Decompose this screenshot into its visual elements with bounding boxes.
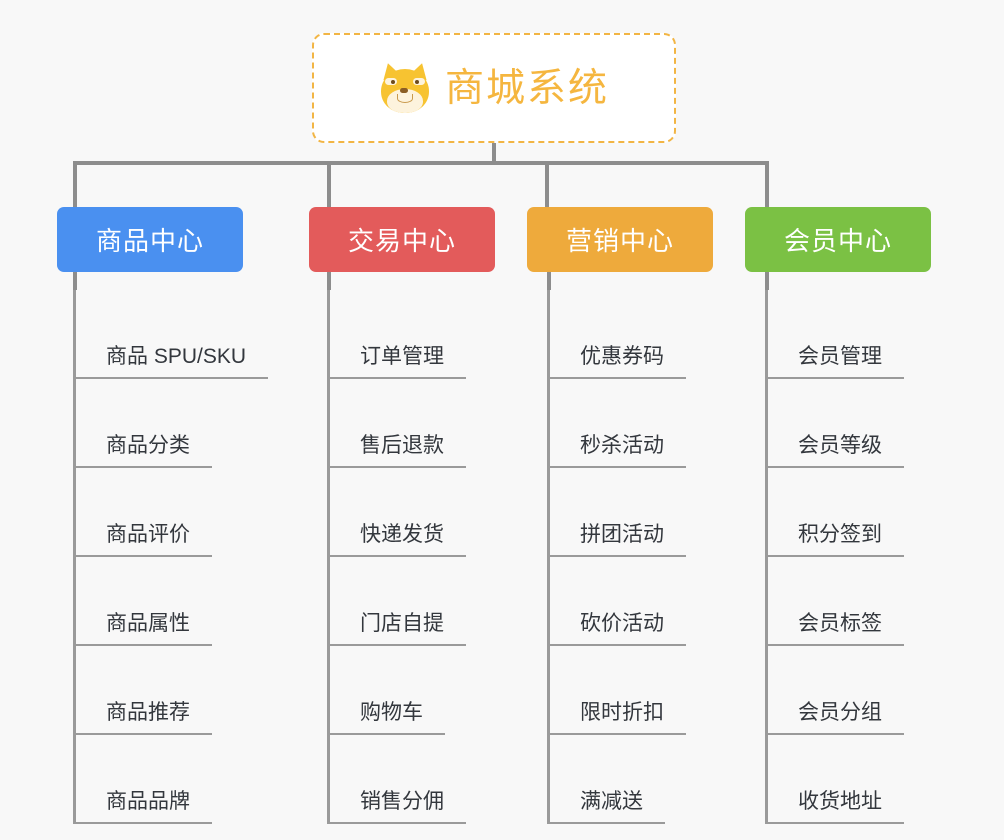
connector-line-vertical — [327, 161, 331, 207]
leaf-item-label: 拼团活动 — [550, 522, 686, 557]
leaf-item-label: 砍价活动 — [550, 611, 686, 646]
leaf-item[interactable]: 砍价活动 — [550, 557, 686, 646]
branch-node-1[interactable]: 商品中心 — [57, 207, 243, 272]
shiba-inu-dog-face-icon — [379, 60, 431, 113]
leaf-item-label: 会员分组 — [768, 700, 904, 735]
leaf-column-spine — [765, 290, 768, 824]
leaf-column-spine — [547, 290, 550, 824]
leaf-item[interactable]: 拼团活动 — [550, 468, 686, 557]
branch-node-3[interactable]: 营销中心 — [527, 207, 713, 272]
leaf-column-spine — [327, 290, 330, 824]
leaf-item-label: 订单管理 — [330, 344, 466, 379]
leaf-item-label: 商品推荐 — [76, 700, 212, 735]
leaf-item-label: 商品评价 — [76, 522, 212, 557]
leaf-item-label: 销售分佣 — [330, 789, 466, 824]
branch-node-2[interactable]: 交易中心 — [309, 207, 495, 272]
leaf-item-label: 会员等级 — [768, 433, 904, 468]
leaf-item-label: 商品分类 — [76, 433, 212, 468]
leaf-item-label: 积分签到 — [768, 522, 904, 557]
leaf-item[interactable]: 满减送 — [550, 735, 665, 824]
connector-line-vertical — [765, 161, 769, 207]
root-node-title: 商城系统 — [444, 66, 609, 110]
leaf-item-label: 收货地址 — [768, 789, 904, 824]
branch-node-label: 交易中心 — [347, 226, 456, 256]
leaf-item-label: 秒杀活动 — [550, 433, 686, 468]
leaf-item[interactable]: 会员分组 — [768, 646, 904, 735]
leaf-item-label: 商品品牌 — [76, 789, 212, 824]
leaf-item[interactable]: 限时折扣 — [550, 646, 686, 735]
branch-node-label: 会员中心 — [783, 226, 892, 256]
leaf-item[interactable]: 商品品牌 — [76, 735, 212, 824]
leaf-item[interactable]: 快递发货 — [330, 468, 466, 557]
leaf-item-label: 购物车 — [330, 700, 445, 735]
root-node-shop-system[interactable]: 商城系统 — [312, 33, 676, 143]
connector-line-vertical — [327, 272, 331, 290]
leaf-item-label: 快递发货 — [330, 522, 466, 557]
leaf-item[interactable]: 商品推荐 — [76, 646, 212, 735]
connector-line-vertical — [492, 143, 496, 165]
leaf-item[interactable]: 购物车 — [330, 646, 445, 735]
branch-node-label: 商品中心 — [95, 226, 204, 256]
leaf-item-label: 满减送 — [550, 789, 665, 824]
leaf-item-label: 限时折扣 — [550, 700, 686, 735]
branch-node-label: 营销中心 — [565, 226, 674, 256]
leaf-item[interactable]: 秒杀活动 — [550, 379, 686, 468]
leaf-item[interactable]: 会员等级 — [768, 379, 904, 468]
leaf-item[interactable]: 售后退款 — [330, 379, 466, 468]
leaf-item[interactable]: 商品评价 — [76, 468, 212, 557]
leaf-item[interactable]: 商品分类 — [76, 379, 212, 468]
connector-line-horizontal — [73, 161, 769, 165]
leaf-item[interactable]: 会员管理 — [768, 290, 904, 379]
leaf-item-label: 门店自提 — [330, 611, 466, 646]
leaf-item[interactable]: 会员标签 — [768, 557, 904, 646]
connector-line-vertical — [73, 161, 77, 207]
branch-node-4[interactable]: 会员中心 — [745, 207, 931, 272]
leaf-item[interactable]: 优惠券码 — [550, 290, 686, 379]
connector-line-vertical — [73, 272, 77, 290]
leaf-item[interactable]: 销售分佣 — [330, 735, 466, 824]
leaf-item[interactable]: 商品 SPU/SKU — [76, 290, 269, 379]
leaf-item-label: 商品 SPU/SKU — [76, 344, 269, 379]
leaf-item[interactable]: 订单管理 — [330, 290, 466, 379]
leaf-item[interactable]: 积分签到 — [768, 468, 904, 557]
leaf-item-label: 会员管理 — [768, 344, 904, 379]
connector-line-vertical — [765, 272, 769, 290]
leaf-item-label: 会员标签 — [768, 611, 904, 646]
leaf-item-label: 优惠券码 — [550, 344, 686, 379]
leaf-item-label: 商品属性 — [76, 611, 212, 646]
connector-line-vertical — [545, 161, 549, 207]
leaf-column-spine — [73, 290, 76, 824]
leaf-item[interactable]: 收货地址 — [768, 735, 904, 824]
leaf-item[interactable]: 商品属性 — [76, 557, 212, 646]
leaf-item[interactable]: 门店自提 — [330, 557, 466, 646]
leaf-item-label: 售后退款 — [330, 433, 466, 468]
connector-line-vertical — [547, 272, 551, 290]
